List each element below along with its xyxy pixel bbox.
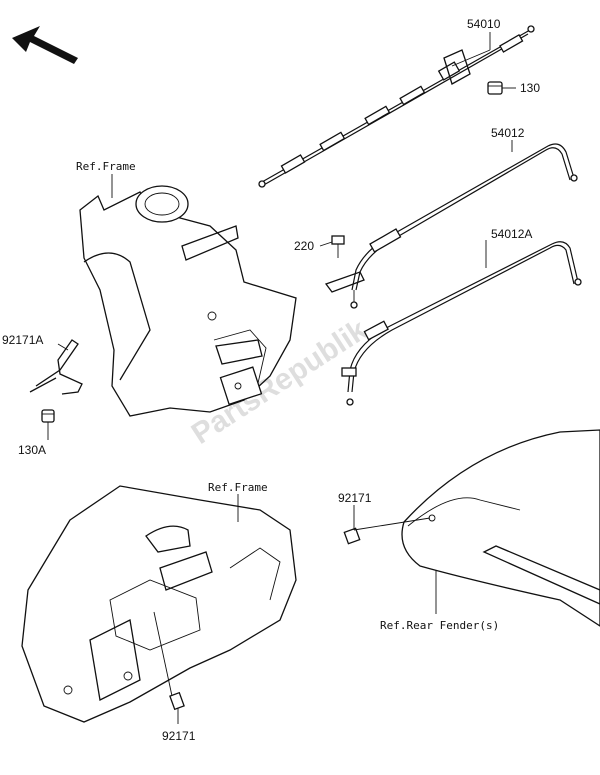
- cable-clip-92171-fender: [343, 527, 361, 545]
- part-label-54012: 54012: [491, 126, 525, 140]
- throttle-cable-54012A[interactable]: [341, 241, 582, 406]
- cable-holder-bracket: [443, 49, 471, 85]
- ref-rear-fender-label: Ref.Rear Fender(s): [380, 619, 499, 632]
- part-label-54012A: 54012A: [491, 227, 532, 241]
- cable-clip-92171-bottom: [169, 691, 185, 711]
- part-label-130A: 130A: [18, 443, 46, 457]
- bolt-130A: [41, 409, 55, 423]
- frame-bottom-drawing: [21, 485, 297, 723]
- throttle-cable-54010[interactable]: [258, 25, 535, 188]
- ref-frame-label-top: Ref.Frame: [76, 160, 136, 173]
- ref-frame-label-bottom: Ref.Frame: [208, 481, 268, 494]
- part-label-92171-bottom: 92171: [162, 729, 196, 743]
- rear-fender-drawing: [401, 429, 600, 627]
- leader-lines: [47, 32, 516, 724]
- frame-top-drawing: [79, 185, 297, 417]
- part-label-54010: 54010: [467, 17, 501, 31]
- cable-bracket-220: [324, 235, 365, 293]
- throttle-cable-54012[interactable]: [350, 143, 578, 309]
- part-label-130: 130: [520, 81, 540, 95]
- part-label-220: 220: [294, 239, 314, 253]
- bolt-130: [487, 81, 503, 95]
- part-label-92171A: 92171A: [2, 333, 43, 347]
- front-direction-arrow-icon: [12, 26, 78, 64]
- watermark: PartsRepublik: [186, 313, 373, 451]
- part-label-92171-fender: 92171: [338, 491, 372, 505]
- cable-clip-92171A: [29, 339, 83, 395]
